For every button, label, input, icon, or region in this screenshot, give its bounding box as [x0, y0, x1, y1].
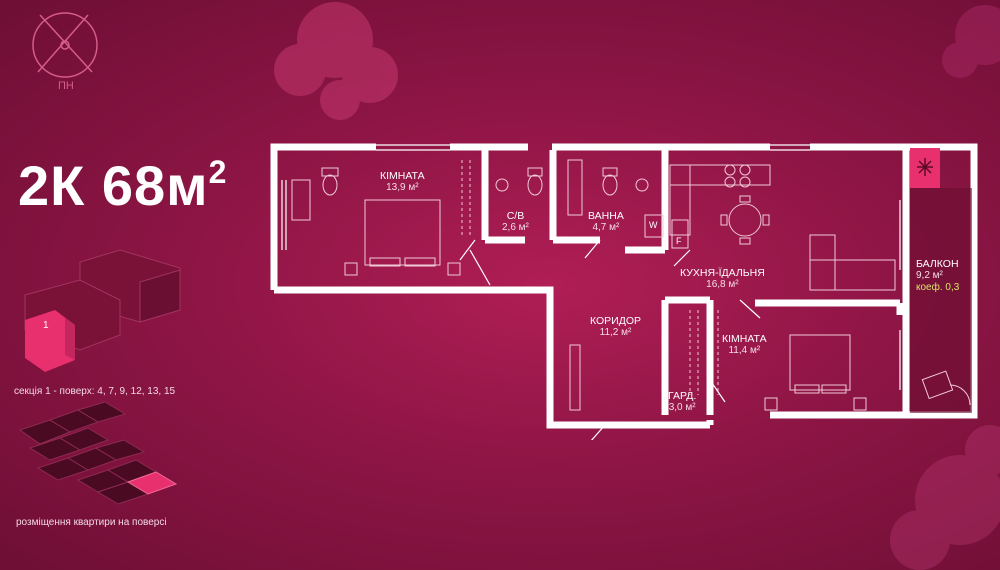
balcony-label: БАЛКОН 9,2 м² коеф. 0,3: [916, 258, 959, 294]
bath-label: ВАННА 4,7 м²: [588, 210, 624, 234]
wc-name: С/В: [506, 210, 525, 222]
foliage-right-bottom-icon: [890, 425, 1000, 570]
kitchen-area: 16,8 м²: [706, 279, 739, 290]
furniture: [291, 159, 971, 411]
floor-placement-schematic: [18, 401, 178, 505]
wardrobe-area: 3,0 м²: [668, 402, 696, 413]
apartment-title-text: 2К 68м: [18, 154, 209, 217]
compass-label: ПН: [58, 80, 74, 92]
balcony-coef: коеф. 0,3: [916, 282, 960, 293]
bath-name: ВАННА: [588, 210, 624, 222]
kitchen-name: КУХНЯ-ЇДАЛЬНЯ: [680, 267, 765, 279]
corridor-area: 11,2 м²: [599, 327, 632, 338]
wc-label: С/В 2,6 м²: [502, 210, 529, 234]
room2-name: КІМНАТА: [722, 333, 767, 345]
apartment-title-sup: 2: [208, 154, 228, 190]
corridor-name: КОРИДОР: [590, 315, 641, 327]
kitchen-label: КУХНЯ-ЇДАЛЬНЯ 16,8 м²: [680, 267, 765, 291]
fridge-label: F: [676, 236, 682, 246]
section-floors: секція 1 - поверх: 4, 7, 9, 12, 13, 15: [14, 386, 176, 397]
compass-icon: [32, 12, 98, 78]
wc-area: 2,6 м²: [502, 222, 529, 233]
room2-label: КІМНАТА 11,4 м²: [722, 333, 767, 357]
balcony-area: 9,2 м²: [916, 270, 943, 281]
foliage-top-icon: [274, 2, 398, 120]
room1-area: 13,9 м²: [386, 182, 419, 193]
highlighted-section: [25, 310, 75, 372]
floor-plan-walls: [270, 143, 978, 440]
section-number: 1: [43, 320, 49, 331]
room2-area: 11,4 м²: [728, 345, 761, 356]
room1-label: КІМНАТА 13,9 м²: [380, 170, 425, 194]
building-section-schematic: [24, 249, 181, 372]
room1-name: КІМНАТА: [380, 170, 425, 182]
apartment-title: 2К 68м2: [18, 156, 227, 214]
corridor-label: КОРИДОР 11,2 м²: [590, 315, 641, 339]
floor-plan: КІМНАТА 13,9 м² С/В 2,6 м² ВАННА 4,7 м² …: [270, 140, 980, 440]
washer-label: W: [649, 220, 658, 230]
wardrobe-label: ГАРД. 3,0 м²: [668, 390, 696, 414]
wardrobe-name: ГАРД.: [668, 390, 697, 402]
bath-area: 4,7 м²: [592, 222, 620, 233]
placement-caption: розміщення квартири на поверсі: [16, 517, 167, 528]
foliage-right-top-icon: [942, 5, 1000, 78]
balcony-name: БАЛКОН: [916, 258, 959, 270]
